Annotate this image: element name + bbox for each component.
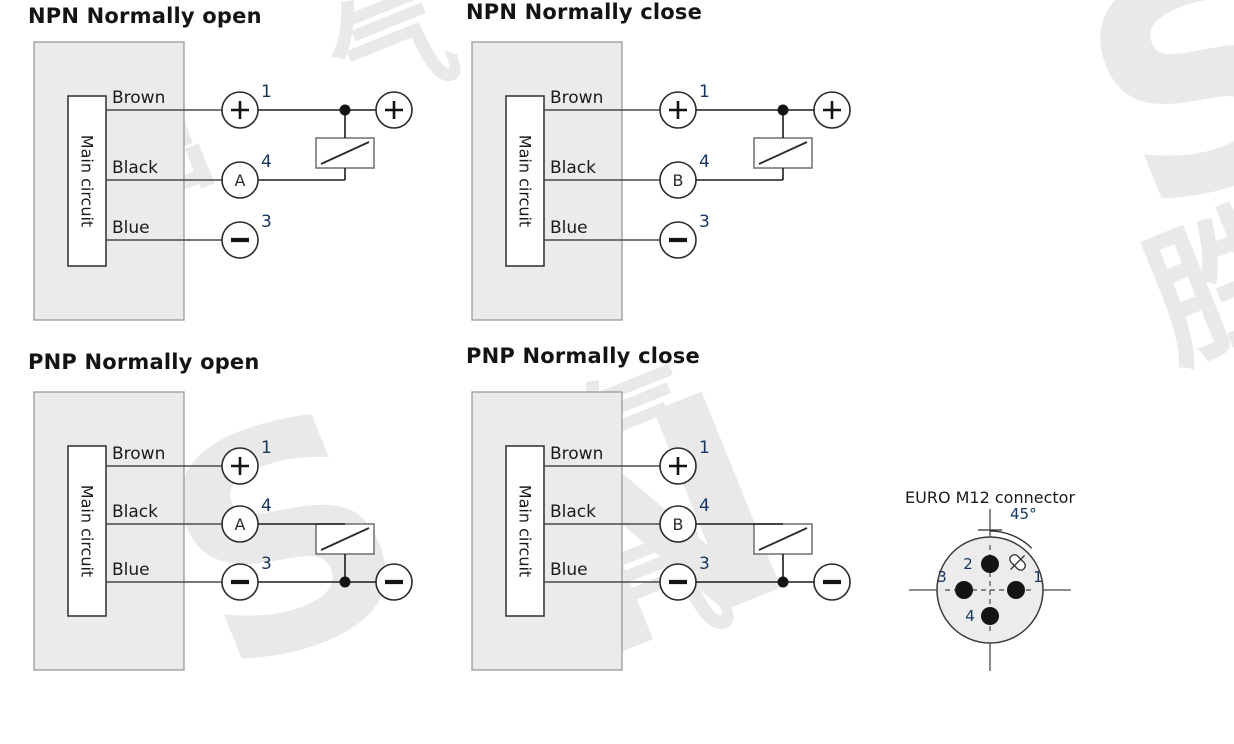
connector-pin-label-4: 4 xyxy=(965,607,975,625)
wire-label-brown: Brown xyxy=(550,88,603,108)
junction-dot xyxy=(777,104,789,116)
wire-label-blue: Blue xyxy=(112,218,150,238)
main-circuit-box xyxy=(505,445,545,617)
terminal-letter: A xyxy=(235,171,246,190)
keyway-slash-icon xyxy=(1010,554,1026,570)
connector-pin-2 xyxy=(981,555,999,573)
sensor-housing xyxy=(471,41,623,321)
main-circuit-label: Main circuit xyxy=(516,135,535,227)
main-circuit-box xyxy=(67,95,107,267)
wire-label-blue: Blue xyxy=(550,218,588,238)
main-circuit-label: Main circuit xyxy=(516,485,535,577)
wire-label-blue: Blue xyxy=(550,560,588,580)
relay-slash-icon xyxy=(758,141,808,165)
watermark-text: 胜 xyxy=(1123,176,1234,394)
main-circuit-box xyxy=(67,445,107,617)
pin-number-4: 4 xyxy=(699,496,710,516)
connector-pin-label-2: 2 xyxy=(963,555,973,573)
sensor-housing xyxy=(33,391,185,671)
diagram-title-npn-normally-open: NPN Normally open xyxy=(28,4,262,28)
connector-title: EURO M12 connector xyxy=(905,488,1076,507)
wire-label-black: Black xyxy=(550,158,596,178)
pin-number-1: 1 xyxy=(261,438,272,458)
pin-number-3: 3 xyxy=(699,212,710,232)
wire-label-brown: Brown xyxy=(550,444,603,464)
relay-slash-icon xyxy=(758,527,808,551)
main-circuit-box xyxy=(505,95,545,267)
diagram-title-pnp-normally-close: PNP Normally close xyxy=(466,344,700,368)
terminal-letter: B xyxy=(673,171,684,190)
connector-pin-4 xyxy=(981,607,999,625)
main-circuit-label: Main circuit xyxy=(78,485,97,577)
diagram-title-npn-normally-close: NPN Normally close xyxy=(466,0,703,24)
pin-number-3: 3 xyxy=(261,554,272,574)
angle-label: 45° xyxy=(1010,505,1037,523)
junction-dot xyxy=(777,576,789,588)
connector-pin-3 xyxy=(955,581,973,599)
pin-number-3: 3 xyxy=(699,554,710,574)
connector-pin-label-3: 3 xyxy=(937,568,947,586)
pin-number-4: 4 xyxy=(261,152,272,172)
angle-arc xyxy=(989,530,1033,549)
wire-label-black: Black xyxy=(550,502,596,522)
wire-label-brown: Brown xyxy=(112,444,165,464)
wire-label-black: Black xyxy=(112,502,158,522)
junction-dot xyxy=(339,104,351,116)
wire-label-black: Black xyxy=(112,158,158,178)
sensor-housing xyxy=(33,41,185,321)
connector-pin-label-1: 1 xyxy=(1033,568,1043,586)
wire-label-blue: Blue xyxy=(112,560,150,580)
wire-label-brown: Brown xyxy=(112,88,165,108)
sensor-housing xyxy=(471,391,623,671)
diagram-title-pnp-normally-open: PNP Normally open xyxy=(28,350,260,374)
terminal-letter: B xyxy=(673,515,684,534)
pin-number-1: 1 xyxy=(261,82,272,102)
pin-number-4: 4 xyxy=(699,152,710,172)
relay-slash-icon xyxy=(320,527,370,551)
main-circuit-label: Main circuit xyxy=(78,135,97,227)
pin-number-1: 1 xyxy=(699,438,710,458)
relay-slash-icon xyxy=(320,141,370,165)
connector-pin-1 xyxy=(1007,581,1025,599)
pin-number-4: 4 xyxy=(261,496,272,516)
pin-number-3: 3 xyxy=(261,212,272,232)
pin-number-1: 1 xyxy=(699,82,710,102)
terminal-letter: A xyxy=(235,515,246,534)
watermark-text: S xyxy=(1040,0,1234,284)
junction-dot xyxy=(339,576,351,588)
